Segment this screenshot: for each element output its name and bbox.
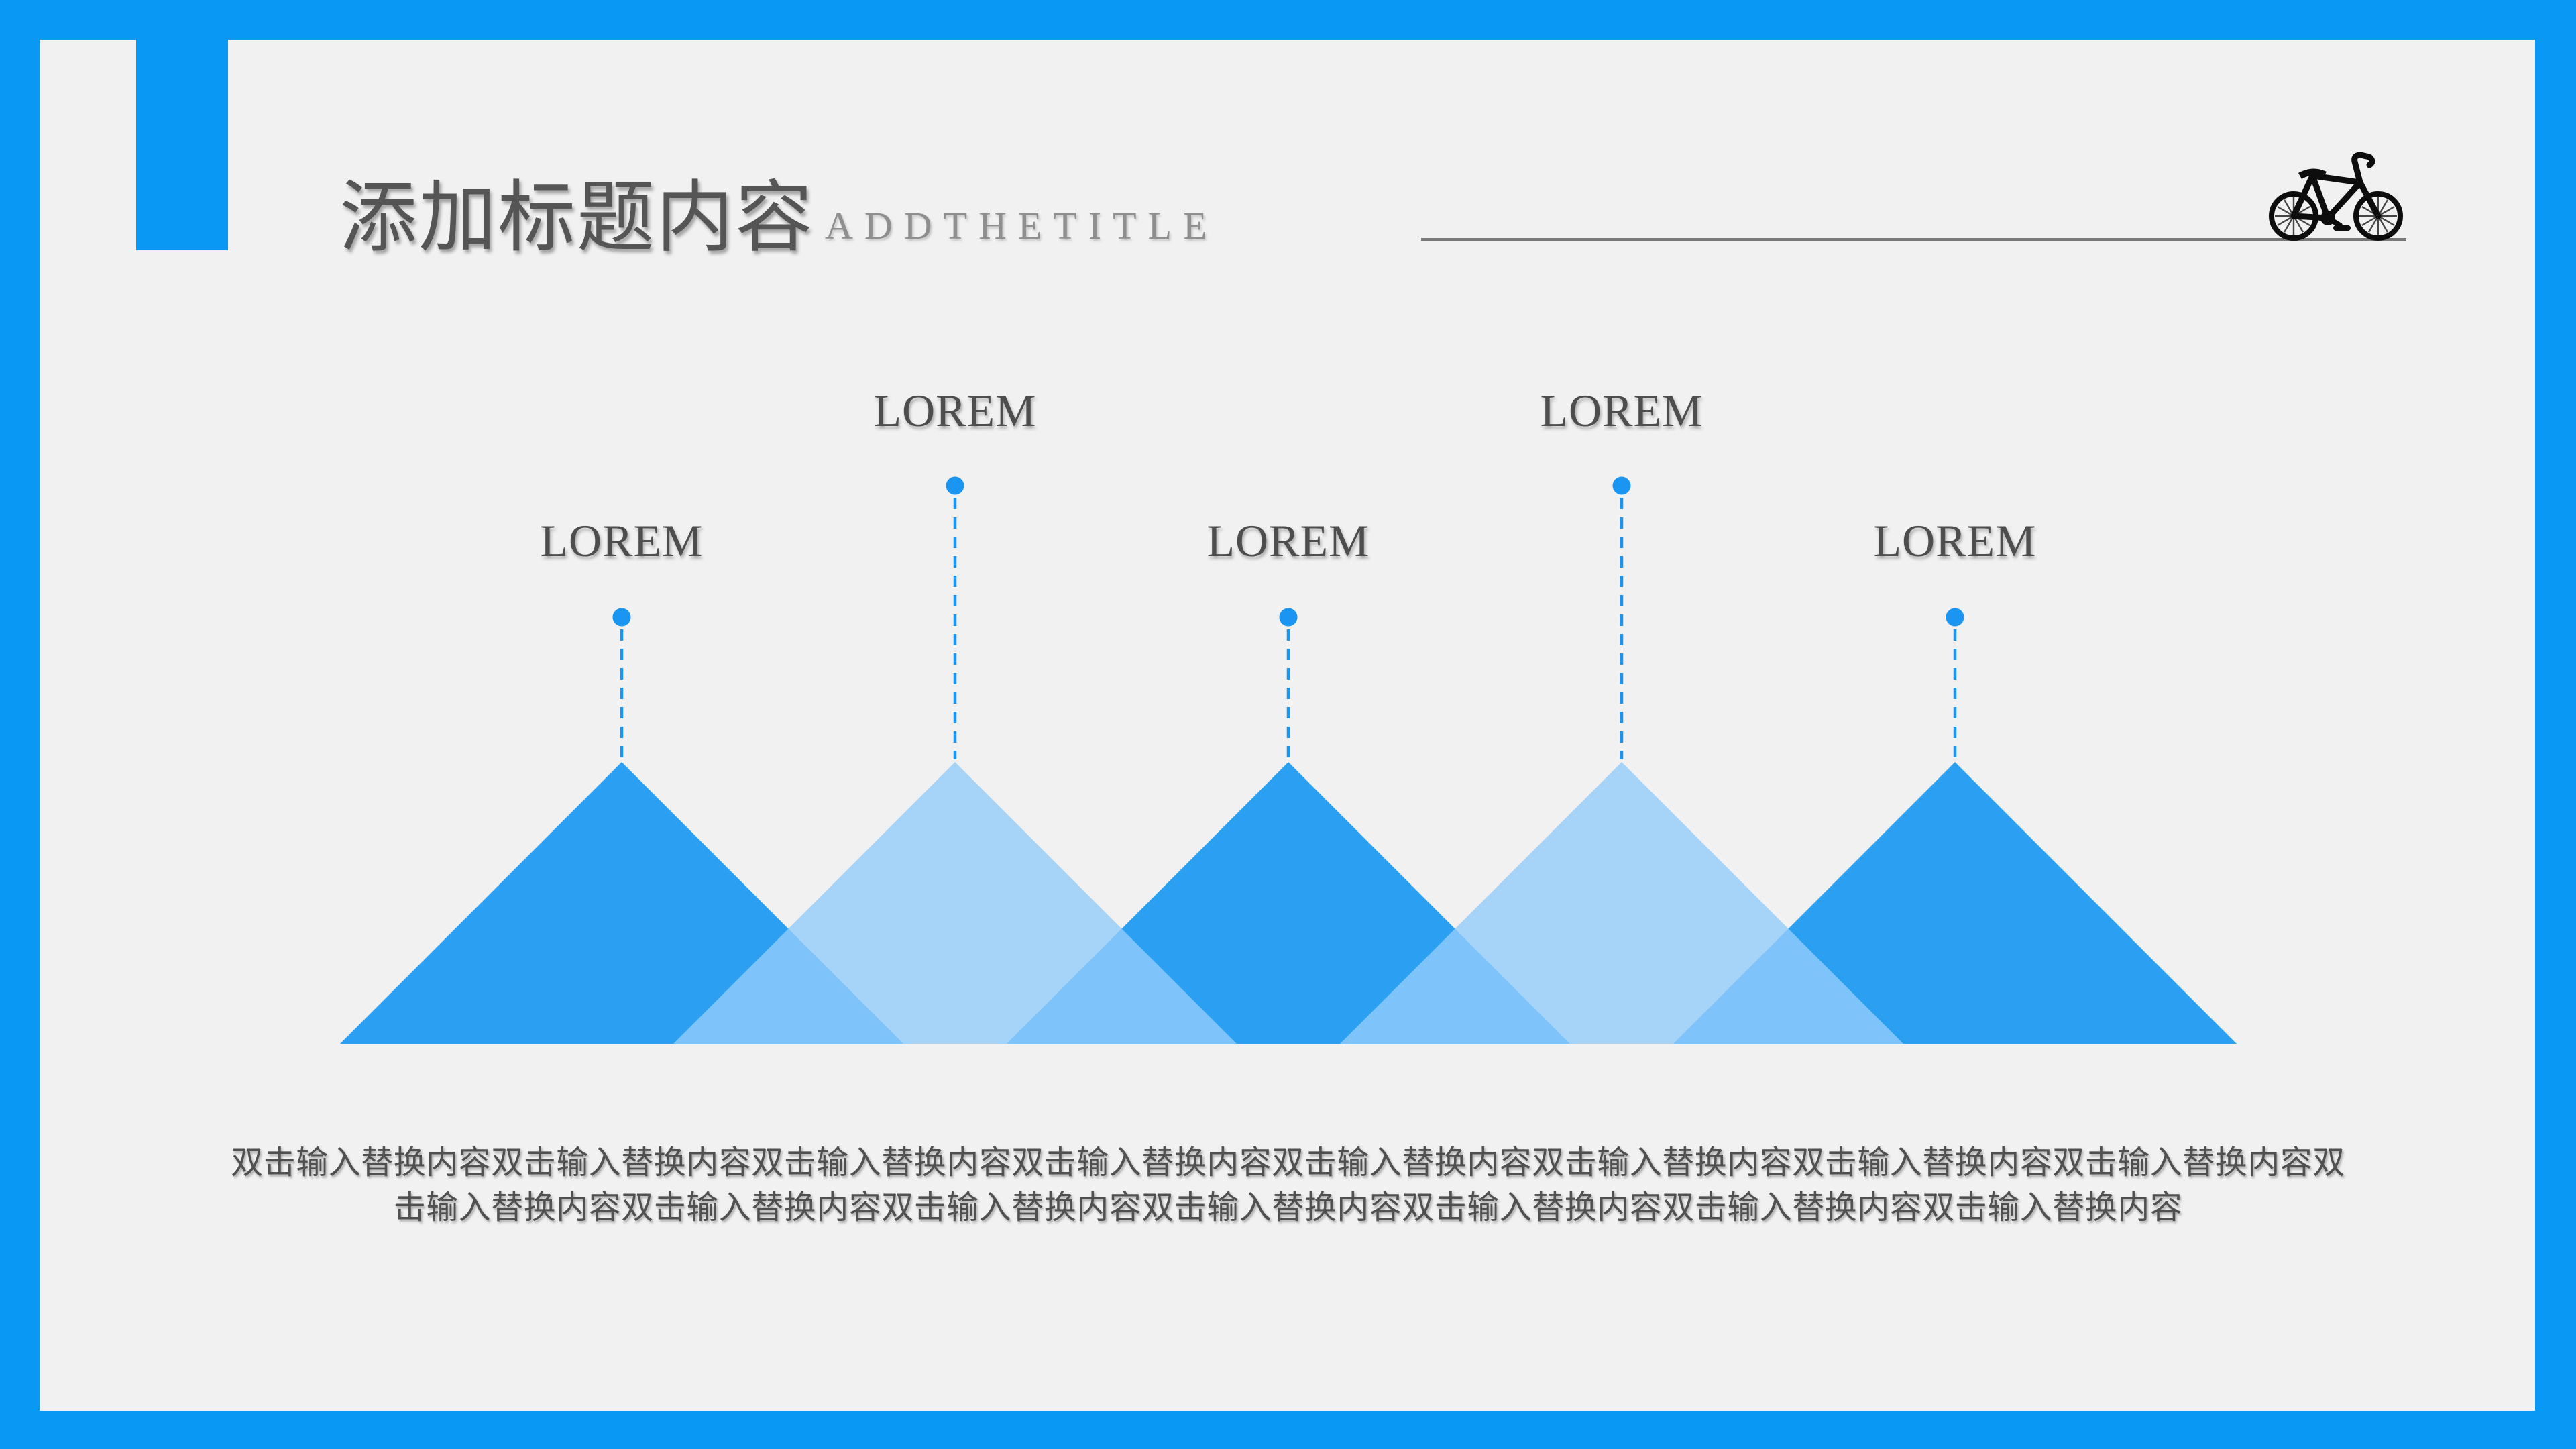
- label-lorem-5[interactable]: LOREM: [1873, 515, 2037, 566]
- triangle-4[interactable]: [1340, 762, 1903, 1044]
- marker-dot-2: [946, 476, 964, 495]
- triangle-group: [340, 762, 2237, 1044]
- connector-group: [612, 476, 1964, 759]
- body-line-2: 击输入替换内容双击输入替换内容双击输入替换内容双击输入替换内容双击输入替换内容双…: [393, 1190, 2183, 1226]
- marker-dot-1: [612, 608, 631, 627]
- marker-dot-4: [1612, 476, 1631, 495]
- corner-tab-decoration: [136, 40, 228, 250]
- page-subtitle[interactable]: ADDTHETITLE: [825, 204, 1219, 248]
- bicycle-icon: [2269, 152, 2403, 241]
- label-lorem-1[interactable]: LOREM: [540, 515, 704, 566]
- page-title[interactable]: 添加标题内容: [339, 176, 814, 262]
- marker-dot-3: [1279, 608, 1298, 627]
- body-line-1: 双击输入替换内容双击输入替换内容双击输入替换内容双击输入替换内容双击输入替换内容…: [231, 1145, 2345, 1181]
- slide-background: [40, 40, 2535, 1411]
- body-paragraph[interactable]: 双击输入替换内容双击输入替换内容双击输入替换内容双击输入替换内容双击输入替换内容…: [0, 1140, 2576, 1230]
- label-lorem-2[interactable]: LOREM: [873, 385, 1037, 436]
- marker-dot-5: [1946, 608, 1964, 627]
- label-lorem-4[interactable]: LOREM: [1540, 385, 1703, 436]
- label-lorem-3[interactable]: LOREM: [1207, 515, 1370, 566]
- header-rule: [1421, 238, 2406, 241]
- triangle-2[interactable]: [673, 762, 1237, 1044]
